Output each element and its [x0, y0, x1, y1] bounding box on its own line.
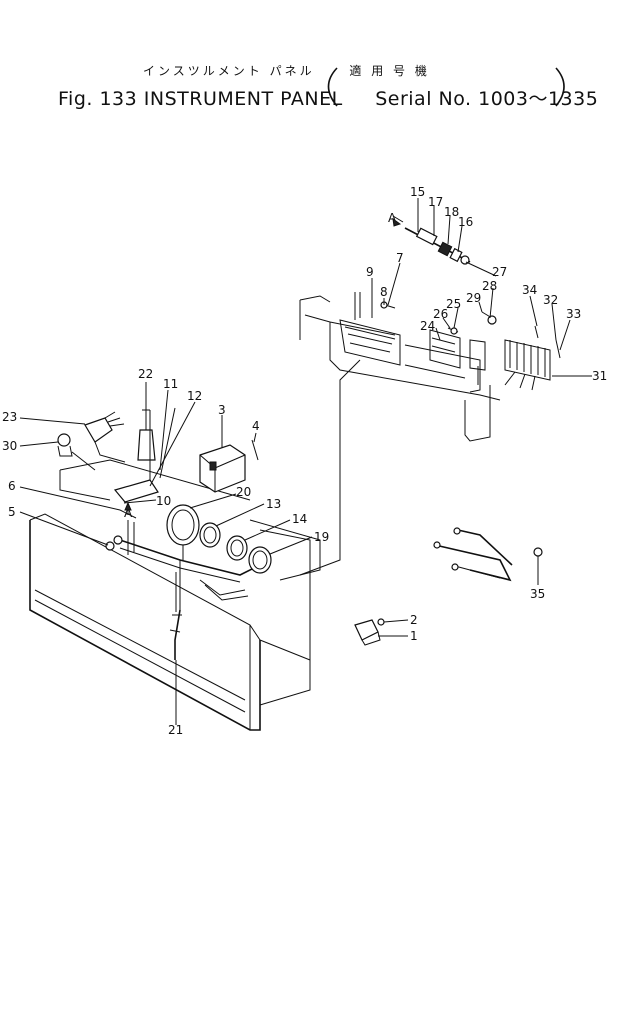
callout-4: 4 [252, 419, 260, 433]
instrument-panel-body [29, 400, 321, 731]
callout-16: 16 [458, 215, 473, 229]
callout-9: 9 [366, 265, 374, 279]
callout-3: 3 [218, 403, 226, 417]
wire-harness [433, 527, 543, 582]
callout-1: 1 [410, 629, 418, 643]
japanese-name: インスツルメント パネル [143, 64, 315, 78]
arrow-a-top: A [388, 211, 397, 225]
callout-13: 13 [266, 497, 281, 511]
callout-7: 7 [396, 251, 404, 265]
upper-right-panel [299, 227, 561, 442]
callout-15: 15 [410, 185, 425, 199]
lamp-assembly [354, 618, 385, 646]
arrow-a-left-head [124, 501, 132, 511]
figure-number: Fig. 133 [58, 88, 138, 110]
figure-title: Fig. 133 INSTRUMENT PANEL Serial No. 100… [58, 84, 598, 111]
callout-33: 33 [566, 307, 581, 321]
callout-28: 28 [482, 279, 497, 293]
callout-31: 31 [592, 369, 607, 383]
callout-leaders [19, 198, 592, 725]
callout-11: 11 [163, 377, 178, 391]
callout-8: 8 [380, 285, 388, 299]
callout-5: 5 [8, 505, 16, 519]
callout-2: 2 [410, 613, 418, 627]
left-paren [327, 67, 338, 107]
callout-26: 26 [433, 307, 448, 321]
callout-6: 6 [8, 479, 16, 493]
callout-22: 22 [138, 367, 153, 381]
arrow-a-top-head [392, 217, 402, 227]
callout-10: 10 [156, 494, 171, 508]
callout-12: 12 [187, 389, 202, 403]
callout-32: 32 [543, 293, 558, 307]
callout-21: 21 [168, 723, 183, 737]
callout-24: 24 [420, 319, 435, 333]
callout-14: 14 [292, 512, 307, 526]
callout-35: 35 [530, 587, 545, 601]
japanese-applicability: 適 用 号 機 [349, 64, 430, 78]
callout-numbers: 15 17 18 16 A 7 9 8 27 28 29 25 26 24 34… [2, 185, 607, 737]
callout-34: 34 [522, 283, 537, 297]
callout-17: 17 [428, 195, 443, 209]
callout-27: 27 [492, 265, 507, 279]
figure-name: INSTRUMENT PANEL [143, 88, 343, 110]
callout-23: 23 [2, 410, 17, 424]
callout-30: 30 [2, 439, 17, 453]
arrow-a-left: A [124, 506, 133, 520]
callout-29: 29 [466, 291, 481, 305]
callout-19: 19 [314, 530, 329, 544]
callout-18: 18 [444, 205, 459, 219]
japanese-title: インスツルメント パネル 適 用 号 機 [143, 62, 443, 79]
serial-range: Serial No. 1003～1335 [375, 88, 599, 110]
callout-25: 25 [446, 297, 461, 311]
right-paren [555, 67, 565, 107]
callout-20: 20 [236, 485, 251, 499]
connection-leader [299, 359, 361, 576]
